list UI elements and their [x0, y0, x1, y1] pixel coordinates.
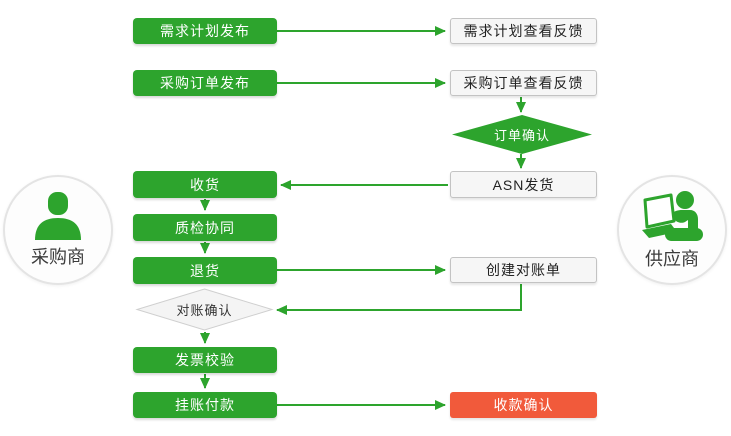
- node-asn-ship: ASN发货: [450, 171, 597, 198]
- node-quality-collab: 质检协同: [133, 214, 277, 241]
- node-pay-on-account: 挂账付款: [133, 392, 277, 418]
- diamond-shape: [452, 115, 592, 154]
- actor-buyer: 采购商: [3, 175, 113, 285]
- person-icon: [35, 191, 81, 240]
- node-order-confirm: 订单确认: [452, 115, 592, 154]
- node-statement-confirm: 对账确认: [135, 288, 274, 331]
- node-receipt-confirm: 收款确认: [450, 392, 597, 418]
- actor-buyer-label: 采购商: [31, 246, 85, 267]
- diamond-shape: [135, 288, 274, 331]
- node-po-publish: 采购订单发布: [133, 70, 277, 96]
- node-invoice-check: 发票校验: [133, 347, 277, 373]
- actor-supplier: 供应商: [617, 175, 727, 285]
- actor-supplier-label: 供应商: [645, 248, 699, 269]
- arrow-create-statement-to-statement-confirm: [276, 284, 522, 315]
- node-po-feedback: 采购订单查看反馈: [450, 70, 597, 96]
- node-receive-goods: 收货: [133, 171, 277, 198]
- node-statement-confirm-label: 对账确认: [176, 303, 233, 318]
- node-demand-plan-publish: 需求计划发布: [133, 18, 277, 44]
- node-return-goods: 退货: [133, 257, 277, 284]
- node-create-statement: 创建对账单: [450, 257, 597, 283]
- node-demand-plan-feedback: 需求计划查看反馈: [450, 18, 597, 44]
- person-laptop-icon: [642, 190, 703, 241]
- node-order-confirm-label: 订单确认: [493, 128, 550, 143]
